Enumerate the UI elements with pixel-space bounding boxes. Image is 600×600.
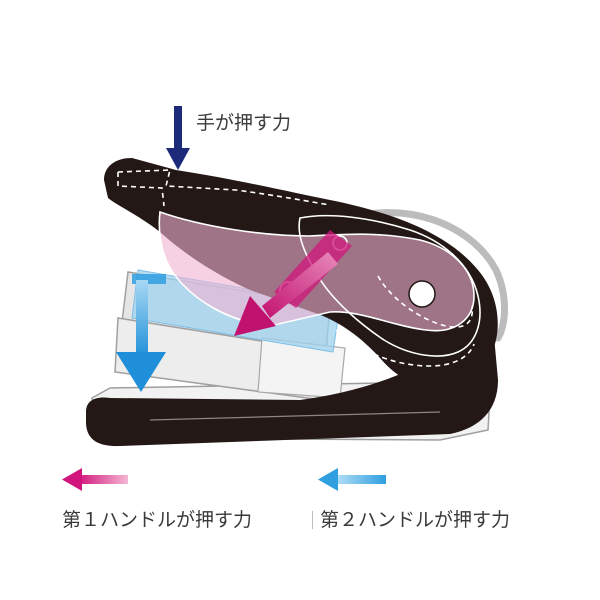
left-arrow-icon xyxy=(62,468,128,491)
first-handle-force-arrow xyxy=(234,252,338,336)
lower-body xyxy=(86,325,498,447)
first-handle-force-label: 第１ハンドルが押す力 xyxy=(62,509,253,531)
upper-handle-dashed-outline xyxy=(117,169,331,206)
legend-separator xyxy=(312,511,313,529)
hand-force-label: 手が押す力 xyxy=(196,112,292,134)
second-handle-force-label: 第２ハンドルが押す力 xyxy=(320,509,511,531)
second-handle-force-arrow xyxy=(116,274,166,392)
pivot-pin-large xyxy=(408,280,436,308)
down-arrow-icon xyxy=(166,106,190,170)
spring-arc xyxy=(336,209,508,342)
left-arrow-icon xyxy=(318,468,386,491)
